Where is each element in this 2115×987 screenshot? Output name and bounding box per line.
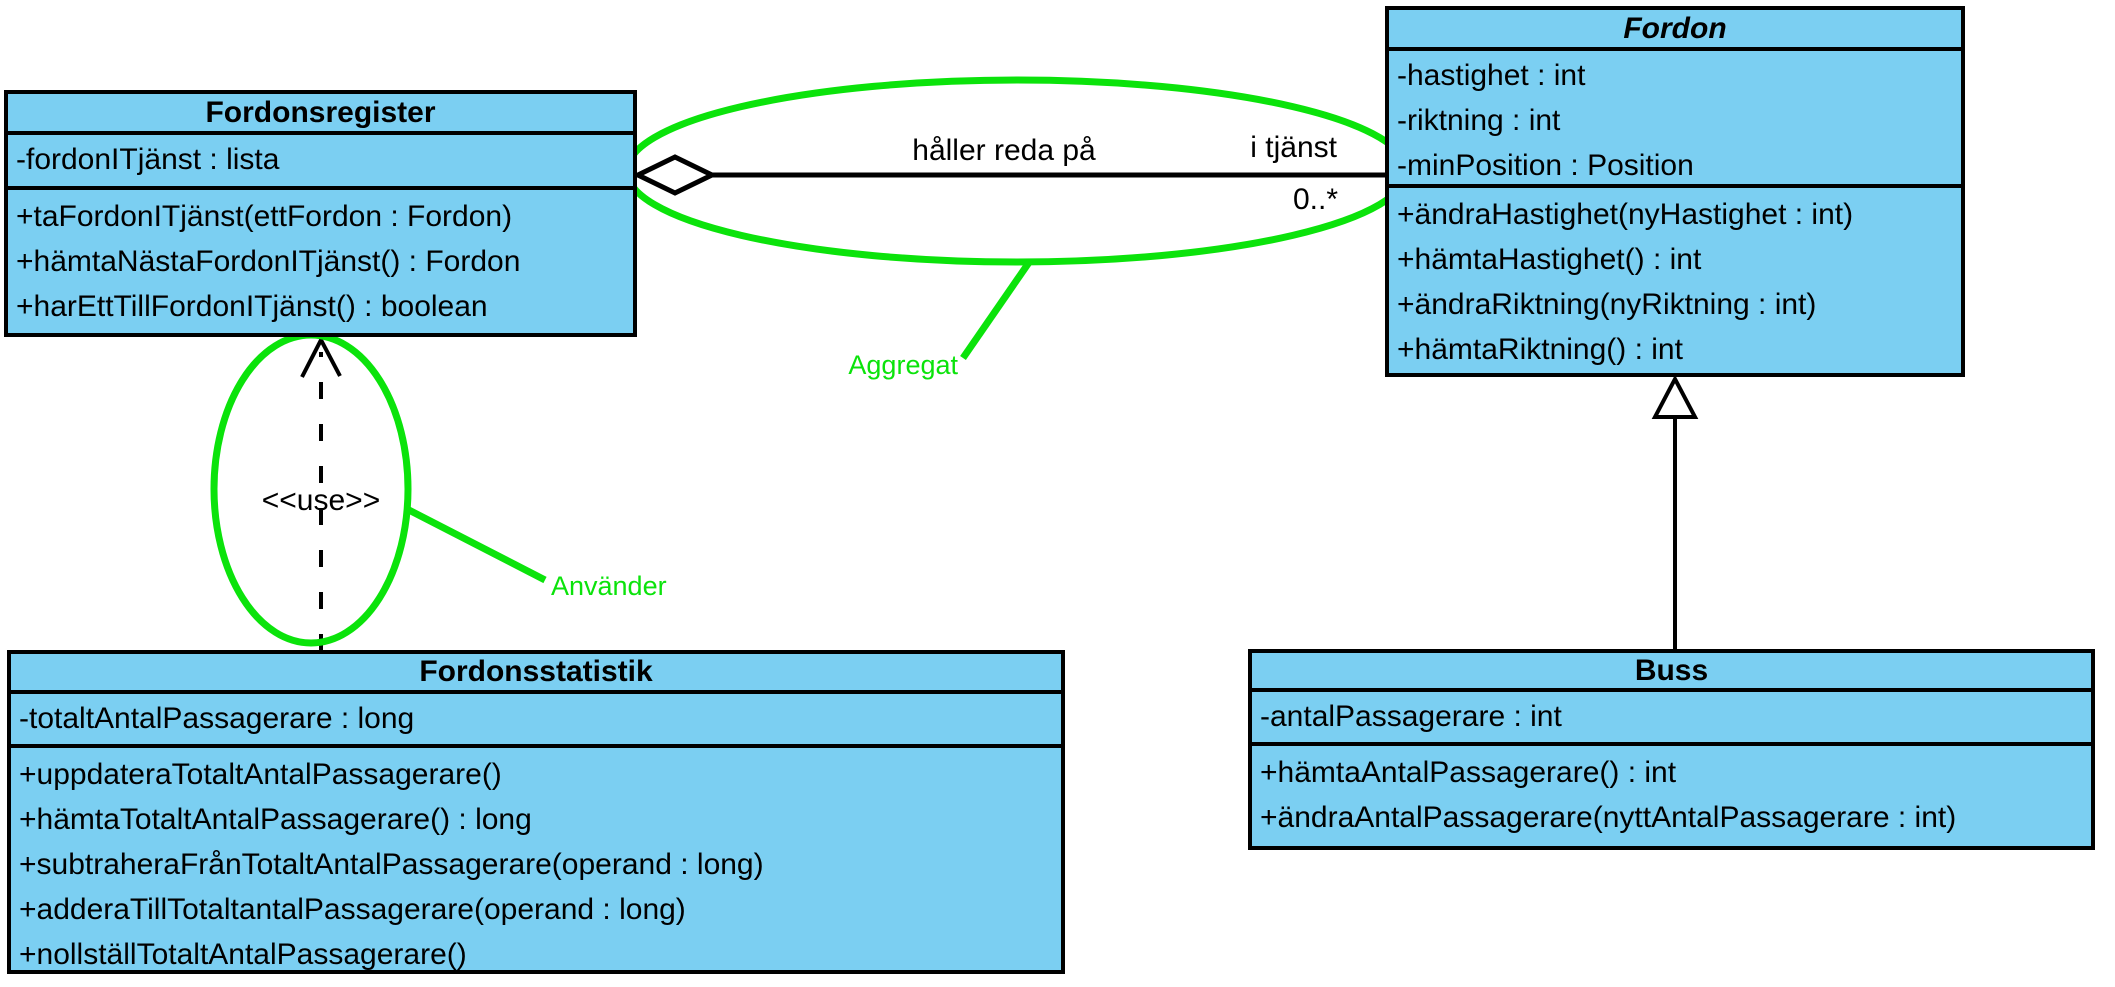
method: +hämtaNästaFordonITjänst() : Fordon <box>16 245 521 278</box>
class-fordonsregister-title: Fordonsregister <box>8 94 633 135</box>
class-buss: Buss -antalPassagerare : int +hämtaAntal… <box>1248 649 2095 850</box>
class-fordon-title: Fordon <box>1389 10 1961 51</box>
attribute: -antalPassagerare : int <box>1260 700 1562 733</box>
aggregation-note-label: Aggregat <box>848 350 958 380</box>
method: +ändraAntalPassagerare(nyttAntalPassager… <box>1260 801 1957 834</box>
aggregation-diamond-icon <box>632 154 718 196</box>
method: +nollställTotaltAntalPassagerare() <box>19 938 467 971</box>
dependency-note-leader-line <box>403 504 547 584</box>
method: +ändraRiktning(nyRiktning : int) <box>1397 288 1817 321</box>
attribute: -riktning : int <box>1397 104 1561 137</box>
method: +hämtaAntalPassagerare() : int <box>1260 756 1677 789</box>
dependency-open-arrowhead-icon <box>300 335 342 378</box>
method: +hämtaRiktning() : int <box>1397 333 1683 366</box>
method: +taFordonITjänst(ettFordon : Fordon) <box>16 200 513 233</box>
generalization-triangle-icon <box>1651 374 1699 419</box>
method: +hämtaHastighet() : int <box>1397 243 1702 276</box>
method: +ändraHastighet(nyHastighet : int) <box>1397 198 1854 231</box>
method: +harEttTillFordonITjänst() : boolean <box>16 290 488 323</box>
class-fordonsstatistik: Fordonsstatistik -totaltAntalPassagerare… <box>7 650 1065 974</box>
aggregation-note-leader-line <box>960 259 1033 360</box>
class-fordonsstatistik-title: Fordonsstatistik <box>11 654 1061 694</box>
attribute: -fordonITjänst : lista <box>16 143 280 176</box>
attribute: -minPosition : Position <box>1397 149 1694 182</box>
class-fordonsregister: Fordonsregister -fordonITjänst : lista +… <box>4 90 637 337</box>
attribute: -totaltAntalPassagerare : long <box>19 702 415 735</box>
method: +subtraheraFrånTotaltAntalPassagerare(op… <box>19 848 764 881</box>
method: +adderaTillTotaltantalPassagerare(operan… <box>19 893 686 926</box>
dependency-note-label: Använder <box>551 571 667 601</box>
attribute: -hastighet : int <box>1397 59 1586 92</box>
aggregation-role-label: i tjänst <box>1250 131 1337 164</box>
aggregation-multiplicity-label: 0..* <box>1292 183 1338 216</box>
class-fordon: Fordon -hastighet : int -riktning : int … <box>1385 6 1965 377</box>
dependency-stereotype-label: <<use>> <box>261 484 381 517</box>
class-buss-title: Buss <box>1252 653 2091 692</box>
method: +uppdateraTotaltAntalPassagerare() <box>19 758 502 791</box>
method: +hämtaTotaltAntalPassagerare() : long <box>19 803 532 836</box>
aggregation-highlight-ellipse <box>623 76 1411 266</box>
aggregation-label: håller reda på <box>912 134 1096 167</box>
